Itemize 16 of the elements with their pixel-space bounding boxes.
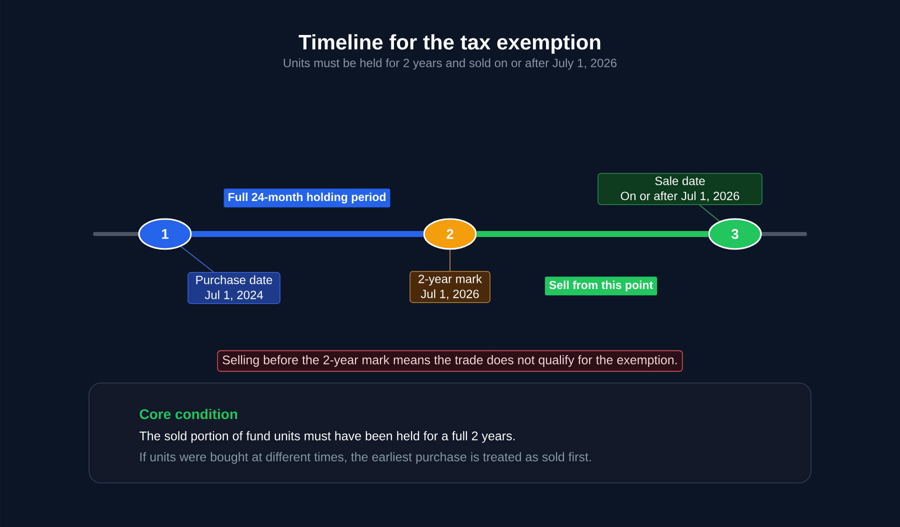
card-heading: Core condition (140, 408, 238, 420)
leader-line (699, 204, 720, 222)
timeline-segment (192, 231, 424, 237)
timeline-segment (476, 231, 708, 237)
date-box: Sale date On or after Jul 1, 2026 (598, 172, 762, 206)
leader-line (180, 246, 214, 272)
warning-box: Selling before the 2-year mark means the trade does not qualify for the exemption. (217, 350, 683, 372)
period-label: Sell from this point (544, 276, 658, 296)
period-label: Full 24-month holding period (224, 188, 390, 208)
date-box: Purchase date Jul 1, 2024 (188, 272, 280, 304)
body-text: The sold portion of fund units must have been held for a full 2 years. (140, 431, 515, 443)
subtitle: Units must be held for 2 years and sold on or after July 1, 2026 (284, 58, 616, 70)
title: Timeline for the tax exemption (298, 34, 600, 54)
condition-card (88, 382, 812, 484)
note-text: If units were bought at different times, the earliest purchase is treated as sold first. (140, 452, 591, 464)
date-box: 2-year mark Jul 1, 2026 (410, 270, 490, 303)
